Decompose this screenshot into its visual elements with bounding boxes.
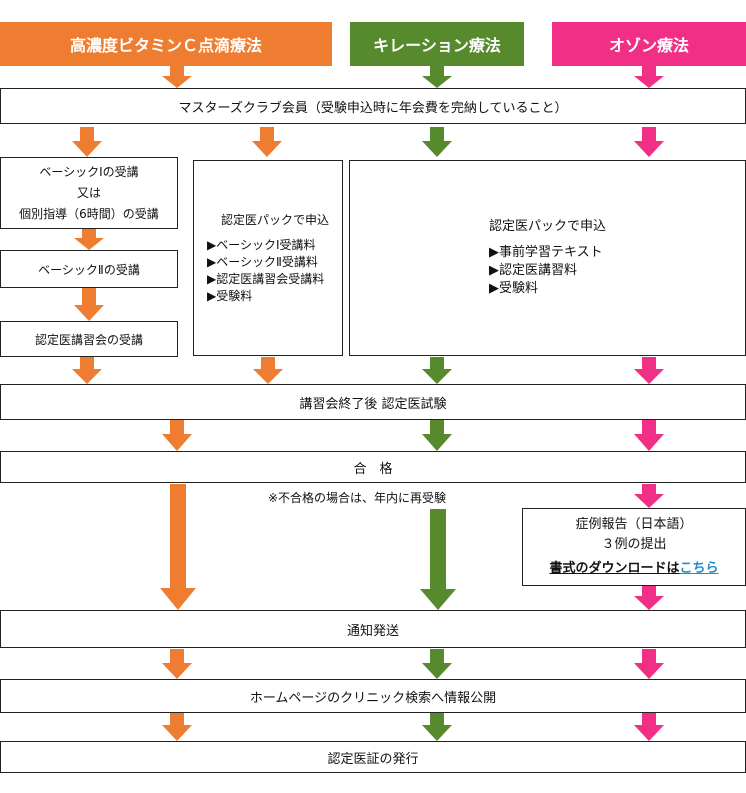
- header-ozone-label: オゾン療法: [608, 36, 689, 55]
- header-chelation: キレーション療法: [350, 22, 524, 66]
- pack-other-item: ▶認定医講習料: [488, 263, 577, 278]
- pack-vitc-item: ▶ベーシックⅠ受講料: [206, 237, 316, 252]
- exam-text: 講習会終了後 認定医試験: [299, 396, 447, 412]
- arrow-down-icon: [422, 127, 452, 157]
- arrow-down-icon: [422, 357, 452, 384]
- pass-box: 合 格: [0, 451, 746, 483]
- arrow-down-icon: [252, 127, 282, 157]
- basic1-box: ベーシックⅠの受講 又は 個別指導（6時間）の受講: [0, 157, 178, 229]
- header-ozone: オゾン療法: [552, 22, 746, 66]
- arrow-down-icon: [634, 420, 664, 451]
- notice-box: 通知発送: [0, 610, 746, 648]
- header-chelation-label: キレーション療法: [373, 36, 501, 55]
- arrow-down-icon: [634, 127, 664, 157]
- membership-box: マスターズクラブ会員（受験申込時に年会費を完納していること）: [0, 88, 746, 124]
- arrow-down-icon: [160, 484, 196, 610]
- pack-vitc-title: 認定医パックで申込: [220, 212, 329, 227]
- case-report-box: 症例報告（日本語） ３例の提出 書式のダウンロードはこちら: [522, 508, 746, 586]
- pack-vitc-item: ▶ベーシックⅡ受講料: [206, 254, 318, 269]
- arrow-down-icon: [253, 357, 283, 384]
- arrow-down-icon: [634, 713, 664, 741]
- arrow-down-icon: [162, 713, 192, 741]
- certificate-box: 認定医証の発行: [0, 741, 746, 773]
- case-report-line1: 症例報告（日本語）: [575, 517, 693, 532]
- membership-text: マスターズクラブ会員（受験申込時に年会費を完納していること）: [178, 100, 568, 116]
- download-prefix: 書式のダウンロードは: [549, 561, 680, 576]
- retake-note: ※不合格の場合は、年内に再受験: [268, 491, 447, 505]
- pack-vitc-item: ▶受験料: [206, 288, 253, 303]
- arrow-down-icon: [72, 357, 102, 384]
- arrow-down-icon: [422, 420, 452, 451]
- arrow-down-icon: [422, 713, 452, 741]
- basic1-line2: 又は: [76, 185, 101, 200]
- pack-other-item: ▶事前学習テキスト: [488, 245, 603, 260]
- certificate-text: 認定医証の発行: [327, 751, 419, 767]
- header-vitc: 高濃度ビタミンＣ点滴療法: [0, 22, 332, 66]
- download-link-row: 書式のダウンロードはこちら: [549, 559, 718, 579]
- arrow-down-icon: [72, 127, 102, 157]
- arrow-down-icon: [634, 586, 664, 610]
- arrow-down-icon: [162, 420, 192, 451]
- pack-other-box: 認定医パックで申込 ▶事前学習テキスト ▶認定医講習料 ▶受験料: [349, 160, 746, 356]
- seminar-text: 認定医講習会の受講: [34, 332, 143, 347]
- arrow-down-icon: [634, 484, 664, 508]
- basic1-line1: ベーシックⅠの受講: [39, 164, 139, 179]
- arrow-down-icon: [74, 229, 104, 250]
- pack-other-item: ▶受験料: [488, 281, 538, 296]
- arrow-down-icon: [634, 649, 664, 679]
- arrow-down-icon: [162, 66, 192, 88]
- arrow-down-icon: [422, 649, 452, 679]
- case-report-line2: ３例の提出: [601, 537, 667, 552]
- exam-box: 講習会終了後 認定医試験: [0, 384, 746, 420]
- arrow-down-icon: [634, 357, 664, 384]
- homepage-text: ホームページのクリニック検索へ情報公開: [249, 690, 497, 706]
- arrow-down-icon: [420, 509, 456, 610]
- pack-vitc-item: ▶認定医講習会受講料: [206, 271, 325, 286]
- notice-text: 通知発送: [346, 623, 399, 639]
- arrow-down-icon: [634, 66, 664, 88]
- basic2-box: ベーシックⅡの受講: [0, 250, 178, 288]
- download-link[interactable]: こちら: [679, 561, 719, 576]
- homepage-box: ホームページのクリニック検索へ情報公開: [0, 679, 746, 713]
- basic2-text: ベーシックⅡの受講: [38, 262, 140, 277]
- arrow-down-icon: [422, 66, 452, 88]
- header-vitc-label: 高濃度ビタミンＣ点滴療法: [69, 36, 262, 55]
- basic1-line3: 個別指導（6時間）の受講: [19, 206, 159, 221]
- pass-text: 合 格: [353, 461, 393, 477]
- seminar-box: 認定医講習会の受講: [0, 321, 178, 357]
- arrow-down-icon: [74, 288, 104, 321]
- arrow-down-icon: [162, 649, 192, 679]
- pack-other-title: 認定医パックで申込: [488, 219, 606, 234]
- pack-vitc-box: 認定医パックで申込 ▶ベーシックⅠ受講料 ▶ベーシックⅡ受講料 ▶認定医講習会受…: [193, 160, 343, 356]
